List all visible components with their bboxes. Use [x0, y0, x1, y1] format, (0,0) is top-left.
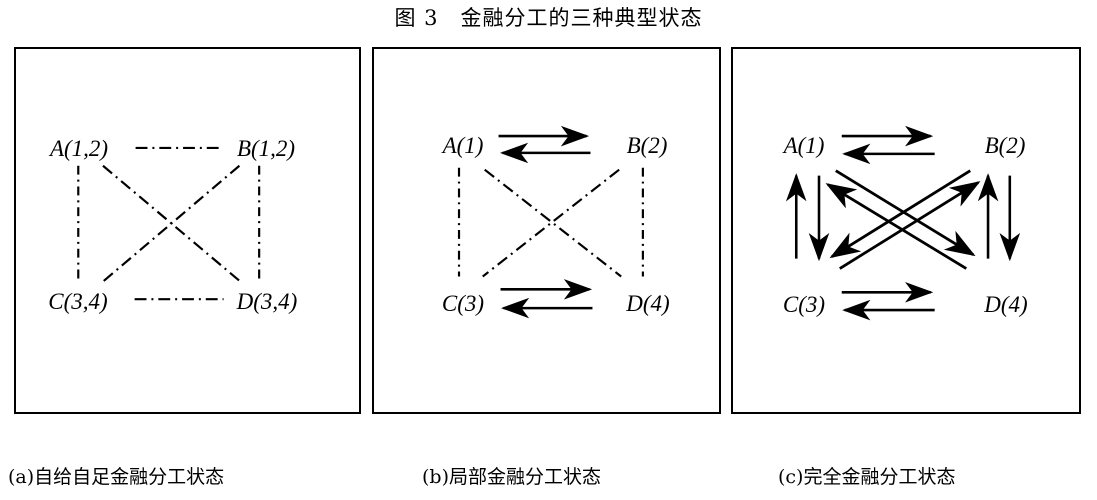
caption-panel-b: (b)局部金融分工状态: [422, 466, 601, 488]
arrow-d-to-a: [825, 183, 968, 270]
edge-a-d: [102, 164, 243, 284]
node-label-c: C(3,4): [48, 289, 108, 314]
node-label-d: D(4): [626, 291, 670, 316]
node-label-a: A(1): [442, 133, 484, 158]
panel-b-diagram: [457, 125, 644, 319]
panel-c-diagram: [785, 125, 1021, 321]
node-label-d: D(3,4): [236, 289, 298, 314]
node-label-b: B(2): [984, 133, 1026, 158]
caption-panel-a: (a)自给自足金融分工状态: [8, 466, 225, 488]
edge-a-d: [484, 168, 622, 278]
panel-c-complete: A(1) B(2) C(3) D(4): [731, 47, 1081, 414]
edge-b-c: [482, 168, 620, 278]
panel-b-partial: A(1) B(2) C(3) D(4): [372, 47, 721, 414]
edge-b-c: [101, 164, 241, 284]
caption-panel-c: (c)完全金融分工状态: [778, 466, 956, 488]
figure-title: 图 3 金融分工的三种典型状态: [394, 6, 703, 30]
node-label-d: D(4): [984, 292, 1028, 317]
panel-a-self-sufficient: A(1,2) B(1,2) C(3,4) D(3,4): [14, 47, 361, 414]
node-label-c: C(3): [441, 291, 485, 316]
node-label-b: B(1,2): [236, 136, 296, 161]
panel-a-diagram: [77, 146, 261, 301]
arrow-c-to-b: [839, 181, 981, 270]
node-label-a: A(1): [783, 133, 825, 158]
arrow-b-to-c: [829, 169, 971, 259]
node-label-b: B(2): [626, 133, 668, 158]
node-label-a: A(1,2): [49, 136, 109, 161]
node-label-c: C(3): [782, 292, 826, 317]
